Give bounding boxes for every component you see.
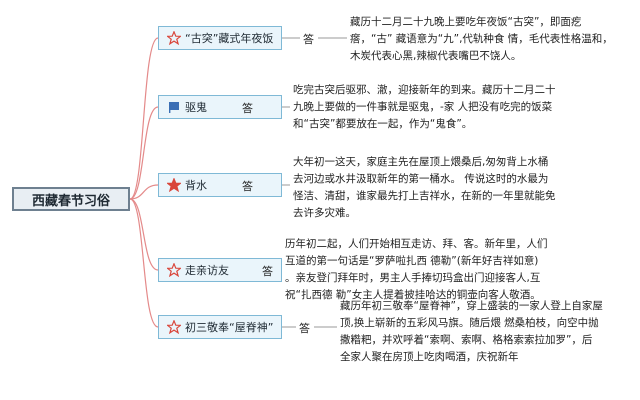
description-line: 。亲友登门拜年时，男主人手捧切玛盒出门迎接客人,互 — [285, 272, 541, 284]
topic-label: “古突”藏式年夜饭 — [185, 32, 274, 45]
description-line: 瘩，“古” 藏语意为“九”,代轨种食 情，毛代表性格温和， — [350, 33, 613, 45]
topic-node[interactable]: 走亲访友 — [158, 258, 282, 282]
branch-connector — [129, 184, 159, 200]
topic-label: 背水 — [185, 179, 207, 192]
description-line: 吃完古突后驱邪、澈，迎接新年的到来。藏历十二月二十 — [293, 84, 556, 96]
description-line: 历年初二起，人们开始相互走访、拜、客。新年里，人们 — [285, 238, 548, 250]
description-line: 藏历年初三敬奉“屋脊神”，穿上盛装的一家人登上自家屋 — [340, 300, 603, 312]
root-label: 西藏春节习俗 — [31, 193, 110, 209]
topic-label: 走亲访友 — [185, 264, 229, 277]
topic-node[interactable]: 驱鬼 — [158, 95, 282, 119]
description-text: 藏历十二月二十九晚上要吃年夜饭“古突”，即面疙瘩，“古” 藏语意为“九”,代轨种… — [350, 14, 613, 65]
description-line: 全家人聚在房顶上吃肉喝酒，庆祝新年 — [340, 351, 519, 363]
description-line: 藏历十二月二十九晚上要吃年夜饭“古突”，即面疙 — [350, 16, 582, 28]
topic-node[interactable]: 背水 — [158, 173, 282, 197]
topic-node[interactable]: 初三敬奉“屋脊神” — [158, 315, 282, 339]
star-outline-icon — [167, 31, 181, 45]
answer-label: 答 — [303, 33, 314, 46]
answer-label: 答 — [242, 102, 253, 115]
description-line: 互道的第一句话是“罗萨啦扎西 德勒”(新年好吉祥如意) — [285, 255, 539, 267]
description-text: 大年初一这天，家庭主先在屋顶上煨桑后,匆匆背上水桶去河边或水井汲取新年的第一桶水… — [293, 154, 556, 222]
description-line: 木炭代表心黑,辣椒代表嘴巴不饶人。 — [350, 50, 522, 62]
description-text: 藏历年初三敬奉“屋脊神”，穿上盛装的一家人登上自家屋顶,换上崭新的五彩风马旗。随… — [340, 298, 603, 366]
description-line: 撒糌粑，并欢呼着“索啊、索啊、格格索索拉加罗”，后 — [340, 334, 593, 346]
description-line: 去许多灾难。 — [293, 207, 356, 219]
description-line: 去河边或水井汲取新年的第一桶水。 传说这时的水最为 — [293, 173, 549, 185]
star-filled-icon — [167, 178, 181, 192]
description-line: 祝“扎西德 勒”女主人提着披挂哈达的铜壶向客人敬酒。 — [285, 289, 541, 301]
description-text: 吃完古突后驱邪、澈，迎接新年的到来。藏历十二月二十九晚上要做的一件事就是驱鬼，-… — [293, 82, 556, 133]
flag-icon — [167, 100, 181, 114]
description-line: 怪洁、清甜，谁家最先打上吉祥水，在新的一年里就能免 — [293, 190, 556, 202]
description-line: 顶,换上崭新的五彩风马旗。随后煨 燃桑柏枝，向空中抛 — [340, 317, 599, 329]
star-outline-icon — [167, 320, 181, 334]
branch-connector — [129, 198, 159, 271]
topic-label: 初三敬奉“屋脊神” — [185, 321, 274, 334]
branch-connector — [129, 106, 159, 200]
topic-node[interactable]: “古突”藏式年夜饭 — [158, 26, 282, 50]
description-text: 历年初二起，人们开始相互走访、拜、客。新年里，人们互道的第一句话是“罗萨啦扎西 … — [285, 236, 548, 304]
branch-connector — [129, 198, 159, 328]
root-node[interactable]: 西藏春节习俗 — [12, 187, 130, 211]
answer-label: 答 — [242, 180, 253, 193]
answer-label: 答 — [299, 322, 310, 335]
answer-label: 答 — [262, 265, 273, 278]
branch-connector — [129, 37, 159, 200]
topic-label: 驱鬼 — [185, 101, 207, 114]
description-line: 大年初一这天，家庭主先在屋顶上煨桑后,匆匆背上水桶 — [293, 156, 549, 168]
description-line: 和“古突”都要放在一起，作为“鬼食”。 — [293, 118, 473, 130]
description-line: 九晚上要做的一件事就是驱鬼，-家 人把没有吃完的饭菜 — [293, 101, 553, 113]
star-outline-icon — [167, 263, 181, 277]
